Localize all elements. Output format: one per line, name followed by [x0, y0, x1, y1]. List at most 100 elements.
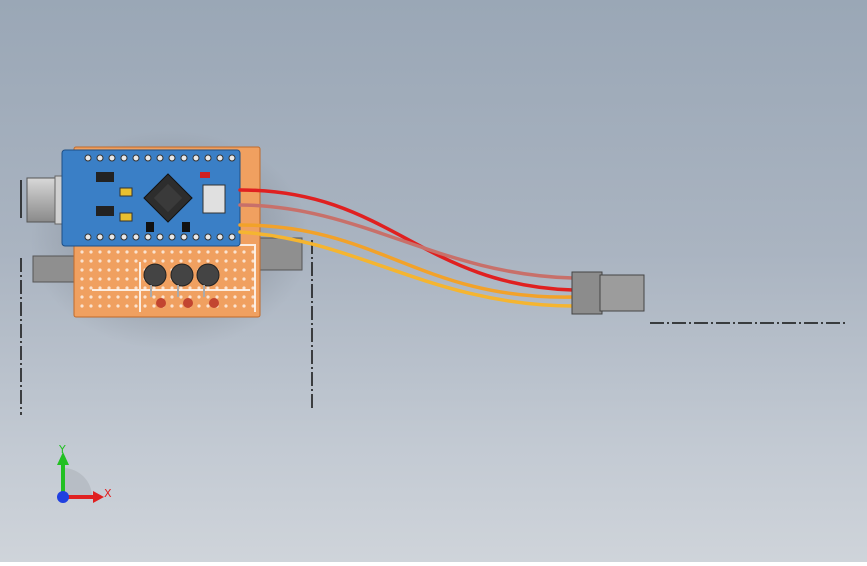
perfboard-hole	[179, 286, 183, 290]
perfboard-hole	[233, 295, 237, 299]
perfboard-hole	[89, 259, 93, 263]
perfboard-hole	[125, 268, 129, 272]
perfboard-hole	[215, 259, 219, 263]
perfboard-hole	[152, 304, 156, 308]
perfboard-hole	[80, 277, 84, 281]
mcu-chip[interactable]	[143, 173, 193, 223]
coordinate-triad: Y X	[57, 443, 112, 503]
perfboard-hole	[170, 259, 174, 263]
smd-component	[96, 206, 114, 216]
smd-component	[96, 172, 114, 182]
header-pin	[144, 154, 152, 162]
perfboard-hole	[80, 259, 84, 263]
smd-component	[182, 222, 190, 232]
z-axis-dot	[57, 491, 69, 503]
perfboard-hole	[233, 304, 237, 308]
header-pins	[84, 154, 236, 241]
perfboard-hole	[89, 304, 93, 308]
perfboard-hole	[242, 250, 246, 254]
perfboard-hole	[161, 250, 165, 254]
perfboard-hole	[242, 277, 246, 281]
smd-component	[119, 187, 133, 197]
perfboard-hole	[107, 295, 111, 299]
perfboard-hole	[134, 304, 138, 308]
perfboard-hole	[197, 259, 201, 263]
header-pin	[216, 233, 224, 241]
header-pin	[180, 154, 188, 162]
header-pin	[84, 233, 92, 241]
perfboard-hole	[134, 277, 138, 281]
wire-harness[interactable]	[238, 188, 575, 308]
header-pin	[96, 154, 104, 162]
sketch-lines	[20, 180, 845, 415]
perfboard-hole	[152, 295, 156, 299]
perfboard-hole	[197, 304, 201, 308]
perfboard-hole	[206, 259, 210, 263]
perfboard-hole	[233, 259, 237, 263]
perfboard-hole	[206, 286, 210, 290]
wire-orange-1	[238, 223, 575, 299]
perfboard-hole	[161, 259, 165, 263]
perfboard-hole	[143, 304, 147, 308]
perfboard-hole	[134, 268, 138, 272]
wire-orange-2	[238, 230, 575, 308]
perfboard-hole	[116, 277, 120, 281]
perfboard-hole	[134, 286, 138, 290]
perfboard-hole	[242, 259, 246, 263]
wire-end-connector[interactable]	[571, 271, 645, 315]
header-pin	[132, 154, 140, 162]
perfboard-hole	[251, 250, 255, 254]
perfboard-hole	[197, 286, 201, 290]
perfboard-hole	[134, 295, 138, 299]
perfboard-hole	[251, 259, 255, 263]
perfboard-hole	[206, 250, 210, 254]
perfboard-hole	[98, 277, 102, 281]
perfboard-hole	[125, 295, 129, 299]
perfboard-hole	[161, 286, 165, 290]
perfboard-hole	[197, 295, 201, 299]
transistor-array[interactable]	[143, 263, 220, 308]
perfboard-hole	[206, 304, 210, 308]
transistor-q1	[143, 263, 167, 308]
perfboard-hole	[224, 277, 228, 281]
perfboard-hole	[152, 250, 156, 254]
perfboard-hole	[143, 250, 147, 254]
perfboard-hole	[179, 295, 183, 299]
header-pin	[228, 233, 236, 241]
header-pin	[108, 233, 116, 241]
smd-component	[119, 212, 133, 222]
perfboard-hole	[224, 250, 228, 254]
mount-block-right[interactable]	[259, 237, 303, 271]
perfboard-hole	[125, 259, 129, 263]
perfboard-hole	[107, 304, 111, 308]
perfboard-hole	[134, 250, 138, 254]
perfboard-hole	[242, 268, 246, 272]
perfboard-hole	[161, 295, 165, 299]
perfboard-hole	[215, 250, 219, 254]
perfboard-hole	[98, 295, 102, 299]
header-pin	[204, 154, 212, 162]
perfboard-hole	[80, 295, 84, 299]
perfboard-hole	[125, 286, 129, 290]
perfboard-hole	[80, 250, 84, 254]
perfboard-hole	[233, 286, 237, 290]
perfboard-hole	[89, 286, 93, 290]
perfboard-hole	[107, 250, 111, 254]
perfboard-hole	[116, 259, 120, 263]
perfboard-hole	[224, 268, 228, 272]
perfboard-hole	[242, 286, 246, 290]
mcu-board[interactable]	[61, 149, 241, 247]
perfboard-hole	[80, 304, 84, 308]
perfboard-hole	[98, 259, 102, 263]
wire-red	[238, 188, 575, 292]
perfboard-hole	[89, 295, 93, 299]
perfboard-hole	[116, 295, 120, 299]
crystal-oscillator	[202, 184, 226, 214]
perfboard-hole	[143, 259, 147, 263]
header-pin	[168, 154, 176, 162]
y-axis-label: Y	[58, 443, 66, 456]
perfboard-hole	[206, 295, 210, 299]
mount-block-left[interactable]	[32, 255, 79, 283]
